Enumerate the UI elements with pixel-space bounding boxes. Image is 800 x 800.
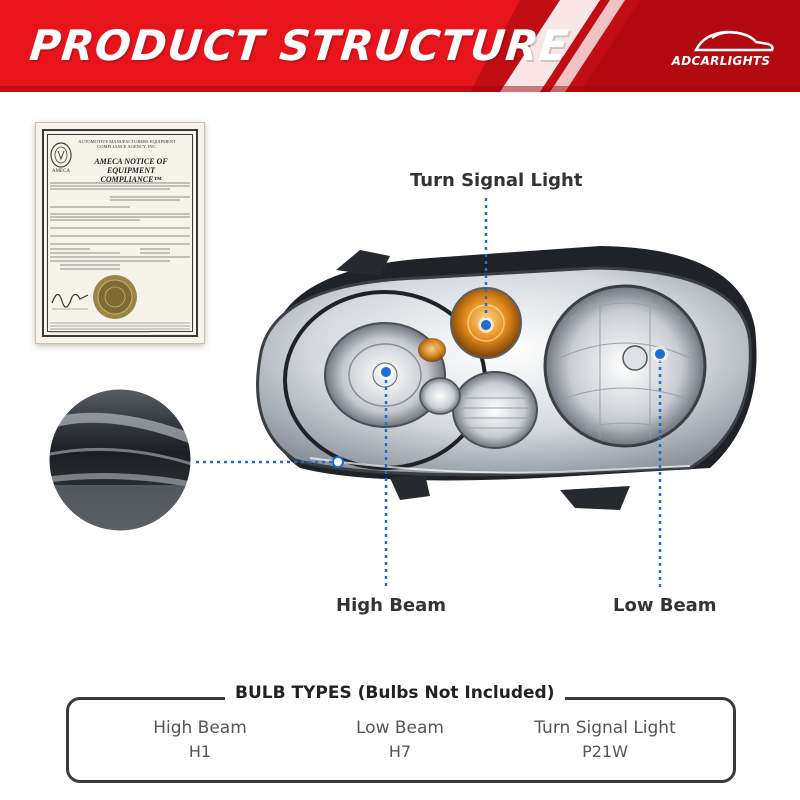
certificate-organization: AUTOMOTIVE MANUFACTURERS EQUIPMENT COMPL… bbox=[78, 139, 176, 149]
page-title: PRODUCT STRUCTURE bbox=[27, 21, 572, 70]
header-banner: PRODUCT STRUCTURE ADCARLIGHTS bbox=[0, 0, 800, 92]
bulb-code: H1 bbox=[188, 742, 212, 761]
bulb-name: High Beam bbox=[153, 718, 247, 738]
ameca-emblem-icon bbox=[50, 142, 72, 168]
lens-detail-zoom bbox=[46, 386, 194, 534]
bulb-item-low-beam: Low Beam H7 bbox=[310, 716, 490, 764]
bulb-item-turn-signal: Turn Signal Light P21W bbox=[515, 716, 695, 764]
gold-seal-icon bbox=[93, 275, 137, 319]
certificate-text-lines bbox=[50, 182, 190, 270]
bulb-types-title: BULB TYPES (Bulbs Not Included) bbox=[225, 683, 565, 703]
callout-high-beam: High Beam bbox=[336, 595, 447, 616]
bulb-item-high-beam: High Beam H1 bbox=[110, 716, 290, 764]
callout-turn-signal: Turn Signal Light bbox=[410, 170, 583, 191]
headlight-illustration bbox=[256, 246, 757, 510]
bulb-name: Turn Signal Light bbox=[534, 718, 676, 738]
bulb-name: Low Beam bbox=[356, 718, 444, 738]
certificate-title: AMECA NOTICE OF EQUIPMENT COMPLIANCE™ bbox=[94, 157, 168, 184]
compliance-certificate: AMECA AUTOMOTIVE MANUFACTURERS EQUIPMENT… bbox=[35, 122, 205, 344]
signature-icon bbox=[51, 293, 89, 310]
brand-logo: ADCARLIGHTS bbox=[656, 22, 786, 72]
certificate-footer-lines bbox=[50, 322, 190, 333]
callout-low-beam: Low Beam bbox=[613, 595, 717, 616]
emblem-label: AMECA bbox=[51, 169, 71, 174]
bulb-code: P21W bbox=[582, 742, 628, 761]
car-silhouette-icon bbox=[693, 30, 774, 52]
brand-name: ADCARLIGHTS bbox=[671, 54, 771, 68]
bulb-code: H7 bbox=[388, 742, 412, 761]
header-background bbox=[0, 0, 800, 92]
